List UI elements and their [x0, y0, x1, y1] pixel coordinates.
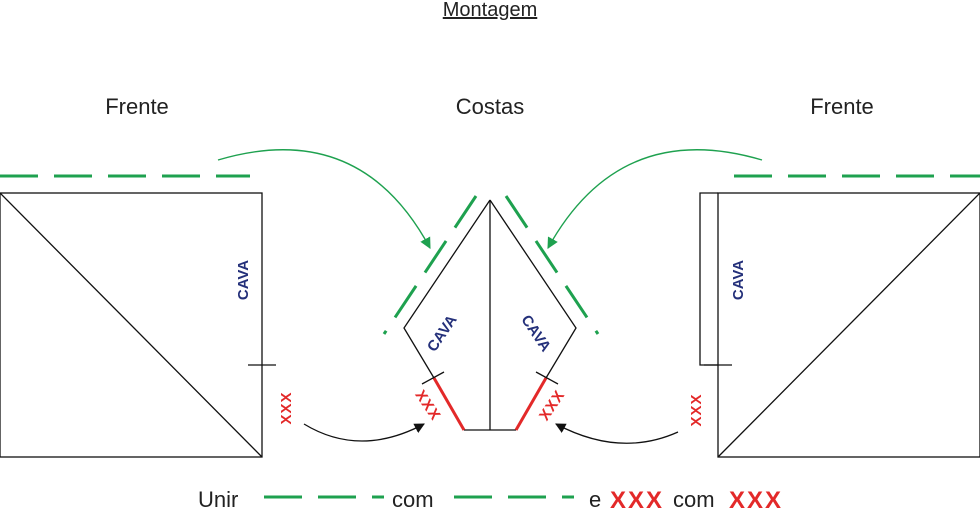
label-front-left: Frente	[105, 94, 169, 119]
black-arrow-right	[555, 423, 679, 444]
legend-with-1: com	[392, 487, 434, 509]
legend-join: Unir	[198, 487, 238, 509]
xxx-mark-left: XXX	[278, 391, 295, 424]
legend-xxx-1: XXX	[610, 487, 664, 509]
green-arrow-right	[547, 149, 763, 249]
green-arrow-left	[217, 149, 431, 249]
legend-xxx-2: XXX	[729, 487, 783, 509]
front-right-piece: CAVA XXX	[688, 174, 980, 458]
front-left-piece: CAVA XXX	[0, 174, 295, 458]
page-title: Montagem	[443, 0, 538, 21]
legend-and: e	[589, 487, 601, 509]
back-piece: CAVA CAVA XXX XXX	[382, 195, 600, 431]
seam-dash-back-left	[382, 195, 478, 335]
red-seam-back-right	[514, 377, 548, 431]
label-front-right: Frente	[810, 94, 874, 119]
cava-label-left: CAVA	[235, 260, 252, 300]
cava-label-right: CAVA	[730, 260, 747, 300]
xxx-mark-back-left: XXX	[411, 387, 444, 424]
label-back: Costas	[456, 94, 524, 119]
xxx-mark-right: XXX	[688, 393, 705, 426]
seam-dash-back-right	[504, 195, 600, 335]
legend: Unir com e XXX com XXX	[198, 487, 783, 509]
black-arrow-left	[303, 423, 425, 442]
red-seam-back-left	[432, 377, 466, 431]
legend-with-2: com	[673, 487, 715, 509]
xxx-mark-back-right: XXX	[536, 387, 569, 424]
cava-label-back-right: CAVA	[517, 312, 554, 355]
cava-label-back-left: CAVA	[424, 312, 461, 355]
